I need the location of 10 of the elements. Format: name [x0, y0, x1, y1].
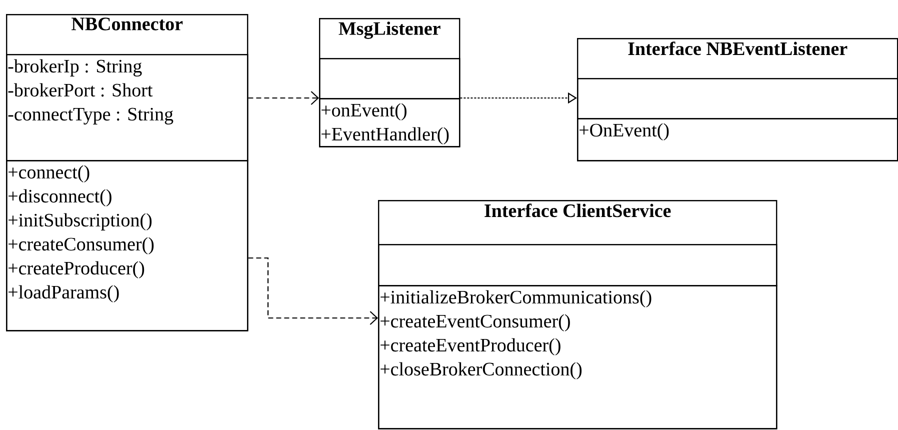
- member-list: +onEvent() +EventHandler(): [319, 98, 460, 148]
- member-list: -brokerIp : String -brokerPort : Short -connectType : String: [6, 54, 248, 162]
- member-list: +OnEvent(): [577, 118, 898, 162]
- dependency-arrow: [248, 257, 378, 325]
- member-list: +connect() +disconnect() +initSubscription() +createConsumer() +createProducer() +loadParams(): [6, 160, 248, 332]
- empty-compartment: [319, 58, 460, 100]
- empty-compartment: [577, 78, 898, 120]
- dependency-arrow: [248, 91, 319, 105]
- member-list: +initializeBrokerCommunications() +createEventConsumer() +createEventProducer() +closeBrokerConnection(): [378, 284, 778, 430]
- empty-compartment: [378, 244, 778, 286]
